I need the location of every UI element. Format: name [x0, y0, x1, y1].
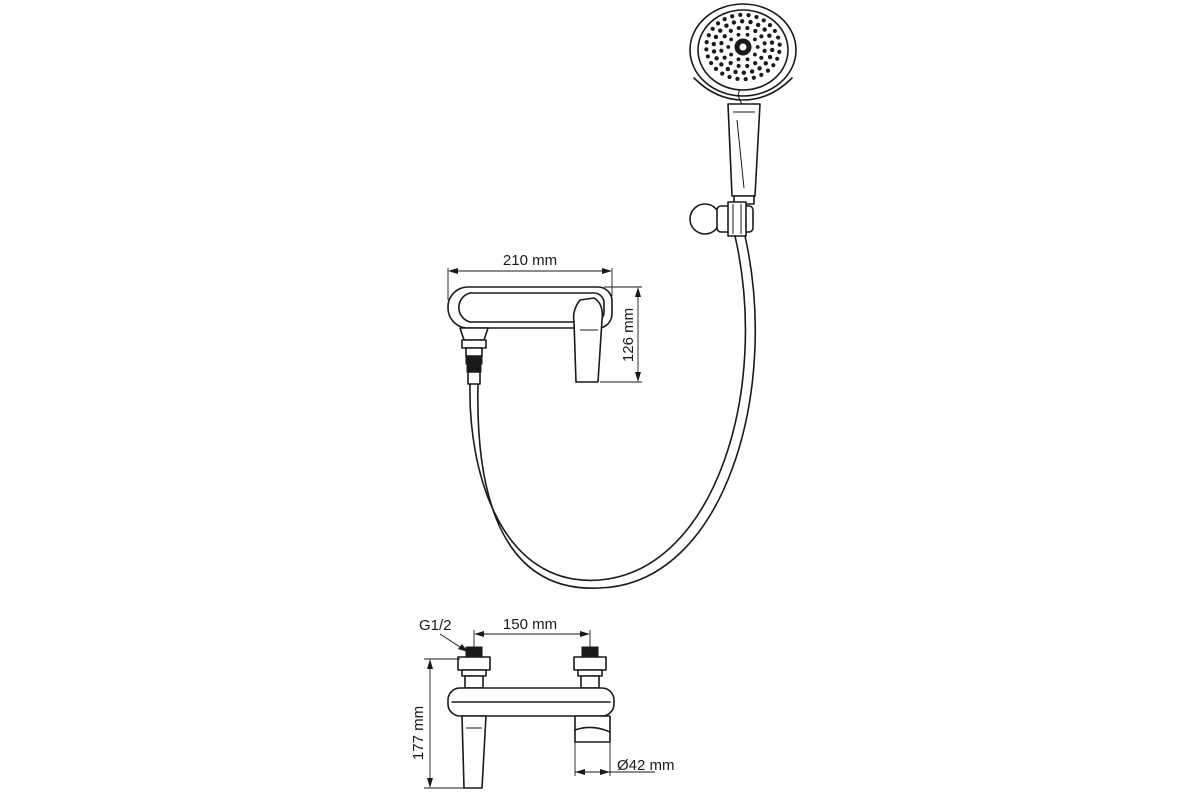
- nozzle-dot: [741, 70, 747, 75]
- nozzle-dot: [753, 28, 758, 34]
- dimension-label-outlet-diameter: Ø42 mm: [617, 757, 675, 774]
- dimension-total-height: 177 mm: [410, 658, 466, 789]
- shower-nozzles: [704, 12, 782, 82]
- nozzle-dot: [733, 69, 738, 75]
- nozzle-dot: [762, 48, 767, 53]
- thread-callout: G1/2: [419, 617, 468, 652]
- nozzle-dot: [722, 34, 727, 39]
- thread-label: G1/2: [419, 617, 452, 634]
- nozzle-dot: [726, 45, 731, 49]
- nozzle-dot: [748, 19, 753, 25]
- nozzle-dot: [718, 28, 723, 33]
- shower-hose: [469, 235, 757, 589]
- nozzle-dot: [727, 74, 732, 80]
- nozzle-dot: [704, 47, 709, 52]
- mixer-install-view: [447, 646, 615, 789]
- nozzle-dot: [719, 41, 724, 46]
- dimension-label-total-height: 177 mm: [410, 706, 427, 760]
- dimension-outlet-diameter: Ø42 mm: [574, 742, 675, 776]
- nozzle-dot: [706, 33, 711, 38]
- nozzle-dot: [736, 57, 741, 62]
- hand-shower-handle: [727, 89, 761, 205]
- nozzle-dot: [772, 28, 777, 34]
- nozzle-dot: [730, 14, 735, 19]
- nozzle-dot: [745, 57, 750, 62]
- nozzle-dot: [720, 71, 725, 76]
- nozzle-dot: [776, 35, 781, 40]
- nozzle-dot: [752, 52, 757, 57]
- nozzle-dot: [722, 55, 727, 60]
- nozzle-dot: [759, 34, 764, 39]
- nozzle-dot: [728, 28, 733, 33]
- nozzle-dot: [704, 40, 709, 45]
- nozzle-dot: [752, 37, 757, 42]
- mixer-front-view: [447, 286, 613, 385]
- nozzle-dot: [745, 25, 750, 31]
- nozzle-dot: [761, 18, 766, 23]
- nozzle-dot: [767, 54, 773, 60]
- nozzle-dot: [729, 52, 734, 57]
- dimension-label-inlet-spacing: 150 mm: [503, 616, 557, 633]
- nozzle-dot: [738, 12, 743, 17]
- nozzle-dot: [762, 27, 767, 32]
- nozzle-dot: [735, 76, 740, 81]
- hand-shower-head: [689, 3, 797, 101]
- nozzle-dot: [736, 32, 741, 37]
- nozzle-dot: [749, 69, 755, 74]
- nozzle-dot: [731, 20, 737, 25]
- nozzle-dot: [771, 63, 776, 68]
- nozzle-dot: [755, 22, 761, 28]
- dimension-label-body-height: 126 mm: [620, 308, 637, 362]
- nozzle-dot: [713, 34, 719, 40]
- nozzle-dot: [754, 14, 759, 20]
- nozzle-dot: [724, 23, 729, 28]
- nozzle-dot: [765, 68, 771, 73]
- nozzle-dot: [759, 55, 764, 60]
- nozzle-dot: [751, 75, 756, 80]
- nozzle-dot: [763, 61, 768, 66]
- nozzle-dot: [759, 72, 764, 78]
- nozzle-dot: [729, 37, 734, 42]
- dimension-inlet-spacing: 150 mm: [473, 616, 591, 650]
- nozzle-dot: [743, 77, 748, 82]
- nozzle-dot: [713, 66, 719, 71]
- nozzle-dot: [719, 48, 724, 53]
- nozzle-dot: [722, 16, 727, 22]
- nozzle-dot: [746, 13, 751, 18]
- left-inlet-connector: [457, 646, 491, 689]
- nozzle-dot: [714, 56, 719, 61]
- dimension-body-width: 210 mm: [447, 252, 613, 300]
- dimension-label-body-width: 210 mm: [503, 252, 557, 269]
- nozzle-dot: [777, 49, 782, 54]
- dimension-body-height: 126 mm: [600, 286, 642, 383]
- nozzle-dot: [777, 42, 782, 47]
- nozzle-dot: [745, 32, 750, 37]
- right-inlet-connector: [573, 646, 607, 689]
- nozzle-dot: [719, 62, 724, 67]
- shower-wall-holder: [689, 201, 754, 237]
- nozzle-dot: [736, 63, 741, 69]
- nozzle-dot: [739, 19, 745, 24]
- nozzle-dot: [709, 60, 714, 66]
- nozzle-dot: [705, 54, 710, 59]
- nozzle-dot: [770, 47, 775, 53]
- nozzle-dot: [745, 63, 750, 69]
- nozzle-dot: [725, 66, 731, 72]
- nozzle-dot: [736, 25, 741, 31]
- nozzle-dot: [755, 45, 760, 49]
- nozzle-dot: [715, 21, 721, 26]
- nozzle-dot: [762, 41, 767, 46]
- nozzle-dot: [769, 40, 775, 45]
- nozzle-dot: [753, 61, 758, 66]
- nozzle-dot: [710, 26, 715, 31]
- nozzle-dot: [775, 56, 780, 61]
- nozzle-dot: [711, 41, 716, 47]
- nozzle-dot: [767, 33, 772, 38]
- nozzle-dot: [757, 66, 762, 71]
- nozzle-dot: [767, 23, 773, 28]
- nozzle-dot: [728, 60, 733, 66]
- nozzle-dot: [711, 49, 717, 54]
